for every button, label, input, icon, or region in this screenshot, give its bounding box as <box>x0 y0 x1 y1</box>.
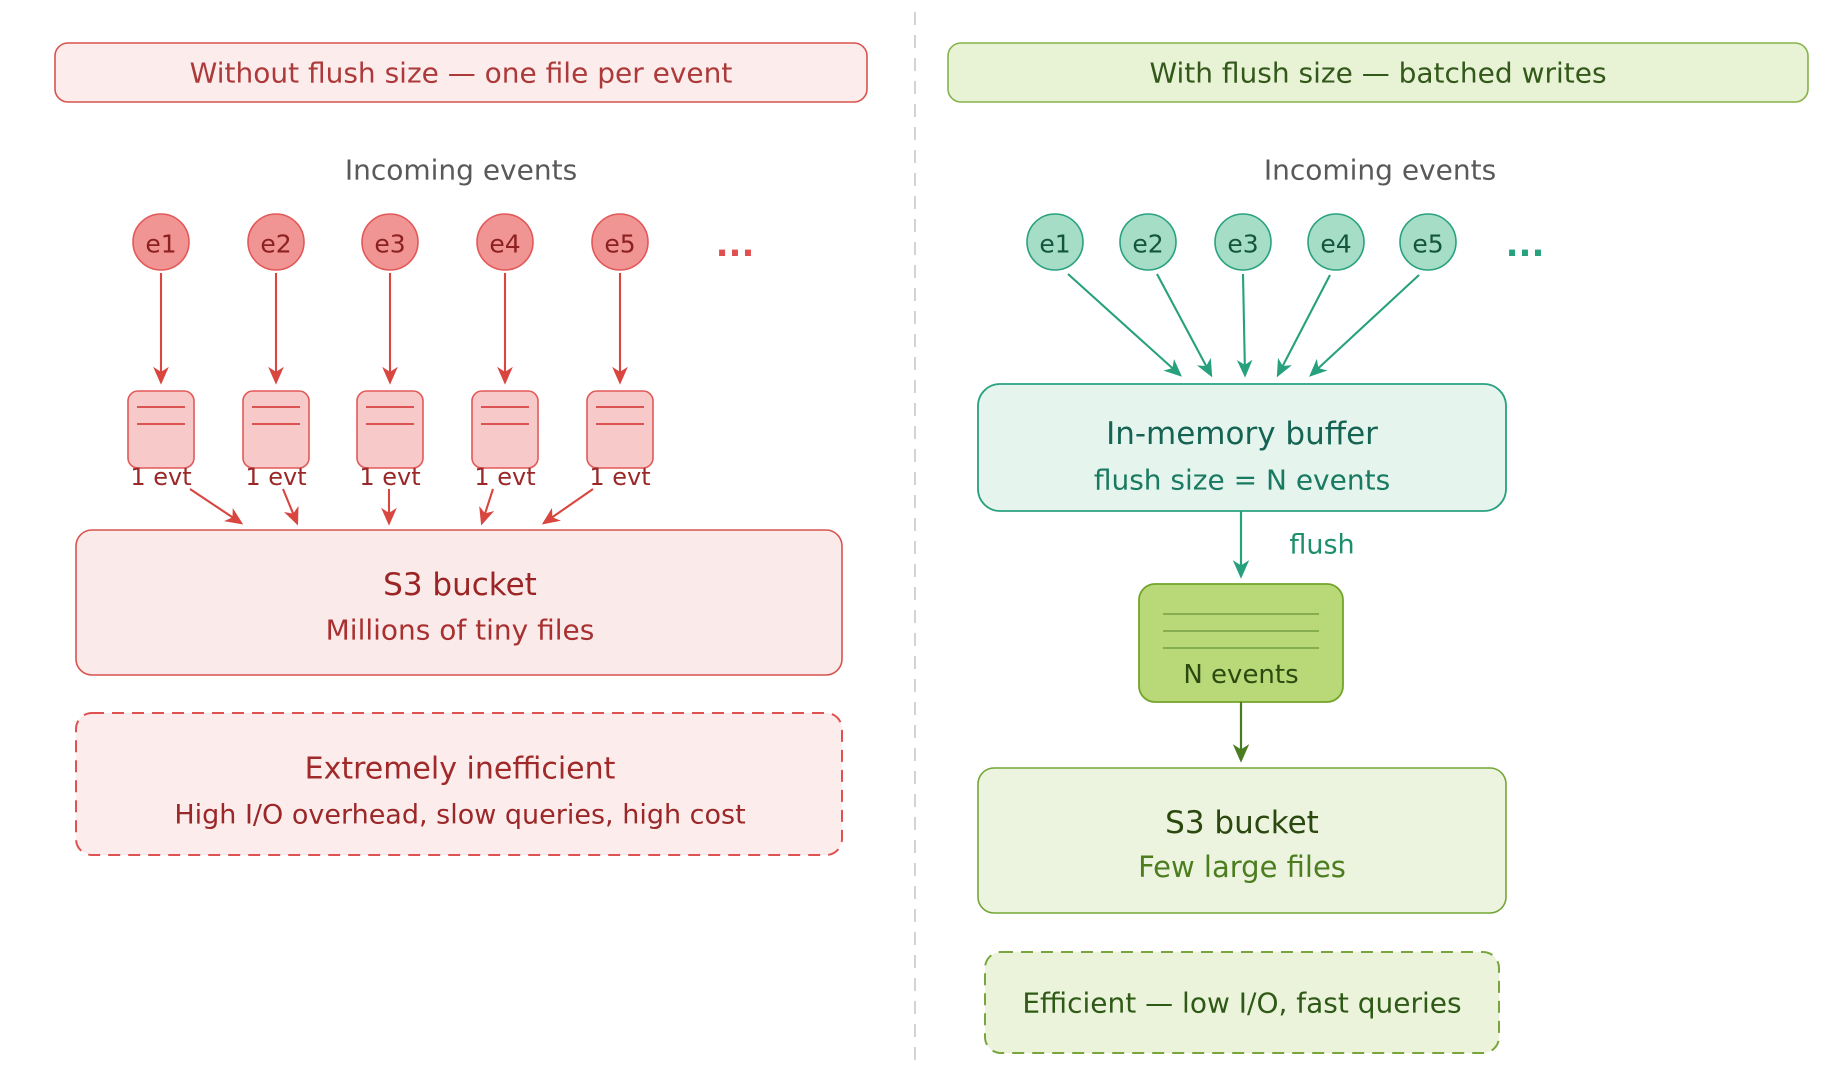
arrow-to-bucket <box>541 488 594 525</box>
right-s3-bucket-box <box>977 767 1507 914</box>
left-panel-title: Without flush size — one file per event <box>190 57 733 90</box>
arrow-to-buffer <box>1156 273 1213 378</box>
left-converging-arrows <box>189 488 594 526</box>
event-circle-label: e1 <box>145 230 176 259</box>
flush-label: flush <box>1289 530 1354 561</box>
right-ellipsis: ... <box>1506 225 1545 265</box>
right-verdict-box <box>984 951 1500 1054</box>
left-s3-bucket-title: S3 bucket <box>383 567 537 603</box>
file-count-label: 1 evt <box>589 463 650 491</box>
arrow-to-buffer <box>1276 274 1331 378</box>
tiny-file-icon <box>127 390 195 469</box>
event-circle <box>591 213 649 271</box>
file-count-label: 1 evt <box>474 463 535 491</box>
right-panel: With flush size — batched writes Incomin… <box>947 42 1809 1054</box>
left-s3-bucket-box <box>75 529 843 676</box>
batched-file-label: N events <box>1183 660 1298 690</box>
tiny-file-icon <box>471 390 539 469</box>
event-circle-label: e4 <box>1320 230 1351 259</box>
left-incoming-events-label: Incoming events <box>345 154 577 187</box>
file-count-label: 1 evt <box>359 463 420 491</box>
event-circle-label: e3 <box>374 230 405 259</box>
left-verdict-title: Extremely inefficient <box>305 752 616 787</box>
event-circle <box>1307 213 1365 271</box>
event-circle <box>361 213 419 271</box>
batched-file-icon: N events <box>1138 583 1344 703</box>
tiny-file-icon <box>356 390 424 469</box>
left-verdict-box <box>75 712 843 856</box>
event-circle <box>1214 213 1272 271</box>
left-event-arrows <box>153 273 628 385</box>
left-ellipsis: ... <box>716 225 755 265</box>
right-s3-bucket-title: S3 bucket <box>1165 805 1319 841</box>
event-circle-label: e3 <box>1227 230 1258 259</box>
event-circle <box>247 213 305 271</box>
right-event-circles: e1 e2 e3 e4 e5 ... <box>1026 213 1545 271</box>
right-incoming-events-label: Incoming events <box>1264 154 1496 187</box>
right-panel-title-box <box>947 42 1809 103</box>
tiny-file-icon <box>586 390 654 469</box>
buffer-title: In-memory buffer <box>1106 416 1378 452</box>
arrow-to-buffer <box>1236 273 1253 378</box>
arrow-to-buffer <box>1067 273 1182 377</box>
event-circle-label: e2 <box>260 230 291 259</box>
left-verdict-subtitle: High I/O overhead, slow queries, high co… <box>174 800 745 831</box>
tiny-file-icon <box>242 390 310 469</box>
left-s3-bucket-subtitle: Millions of tiny files <box>326 614 595 647</box>
file-count-label: 1 evt <box>245 463 306 491</box>
event-circle-label: e5 <box>604 230 635 259</box>
event-circle <box>476 213 534 271</box>
event-circle <box>1119 213 1177 271</box>
event-circle <box>132 213 190 271</box>
left-file-icons: 1 evt 1 evt 1 evt 1 evt 1 evt <box>127 390 654 491</box>
event-circle <box>1399 213 1457 271</box>
right-converging-arrows <box>1067 273 1420 378</box>
event-circle-label: e2 <box>1132 230 1163 259</box>
file-count-label: 1 evt <box>130 463 191 491</box>
right-verdict-title: Efficient — low I/O, fast queries <box>1022 987 1461 1020</box>
right-panel-title: With flush size — batched writes <box>1149 57 1606 90</box>
left-event-circles: e1 e2 e3 e4 e5 ... <box>132 213 755 271</box>
right-s3-bucket-subtitle: Few large files <box>1138 850 1346 884</box>
arrow-to-bucket <box>479 488 495 526</box>
event-circle-label: e1 <box>1039 230 1070 259</box>
arrow-to-buffer <box>1309 274 1420 377</box>
event-circle <box>1026 213 1084 271</box>
event-circle-label: e5 <box>1412 230 1443 259</box>
left-panel: Without flush size — one file per event … <box>54 42 868 856</box>
arrow-to-bucket <box>189 488 244 525</box>
left-panel-title-box <box>54 42 868 103</box>
event-circle-label: e4 <box>489 230 520 259</box>
arrow-to-bucket <box>282 488 299 526</box>
buffer-subtitle: flush size = N events <box>1094 464 1390 497</box>
